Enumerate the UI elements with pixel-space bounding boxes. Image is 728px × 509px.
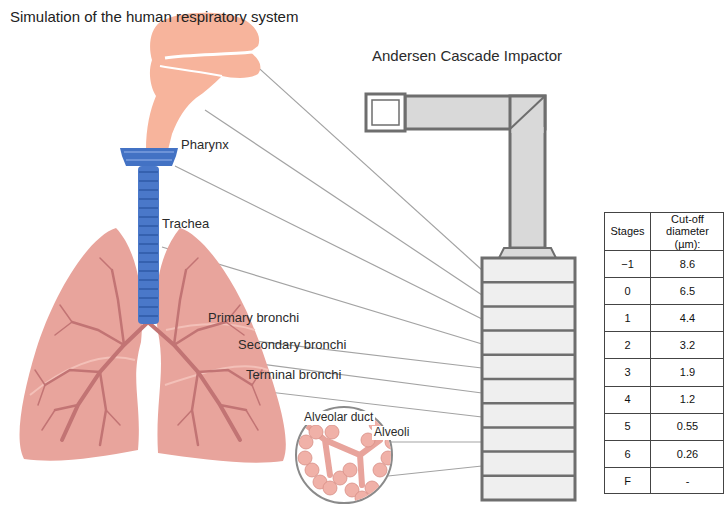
part-label: Trachea (162, 217, 209, 232)
table-rule (605, 358, 724, 359)
part-label: Primary bronchi (208, 311, 299, 326)
trachea-ring (139, 180, 158, 182)
alveolus (381, 451, 395, 465)
part-label: Secondary bronchi (238, 338, 346, 353)
trachea-ring (139, 279, 158, 281)
trachea-ring (139, 207, 158, 209)
table-cell: −1 (605, 251, 650, 277)
stage-divider (482, 281, 575, 284)
airway (120, 148, 178, 324)
table-cell: - (651, 468, 724, 494)
trachea-ring (139, 234, 158, 236)
part-label: Alveolar duct (302, 411, 375, 425)
trachea-ring (139, 171, 158, 173)
trachea-ring (139, 288, 158, 290)
table-cell: 6 (605, 441, 650, 467)
stage-divider (482, 378, 575, 381)
alveolus (343, 463, 357, 477)
stage-divider (482, 450, 575, 453)
alveolus (325, 425, 339, 439)
table-cell: 0.26 (651, 441, 724, 467)
table-cell: 5 (605, 414, 650, 440)
table-cell: 4 (605, 387, 650, 413)
table-cell: 4.4 (651, 305, 724, 331)
trachea-ring (139, 306, 158, 308)
trachea-ring (139, 270, 158, 272)
alveolus (365, 481, 379, 495)
table-rule (605, 277, 724, 278)
trachea-ring (139, 252, 158, 254)
table-cell: 0 (605, 278, 650, 304)
heading: Andersen Cascade Impactor (372, 47, 562, 64)
title: Simulation of the human respiratory syst… (10, 8, 298, 25)
table-rule (605, 440, 724, 441)
table-cell: 8.6 (651, 251, 724, 277)
alveolus (305, 463, 319, 477)
table-cell: 1 (605, 305, 650, 331)
trachea-ring (139, 225, 158, 227)
table-cell: F (605, 468, 650, 494)
table-cell: 6.5 (651, 278, 724, 304)
trachea-ring (139, 243, 158, 245)
table-cell: 1.9 (651, 359, 724, 385)
stage-divider (482, 426, 575, 429)
trachea-ring (139, 216, 158, 218)
table-header: Stages (605, 213, 650, 250)
stage-divider (482, 305, 575, 308)
table-cell: 2 (605, 332, 650, 358)
alveolus (299, 435, 313, 449)
part-label: Terminal bronchi (246, 368, 341, 383)
trachea-ring (139, 198, 158, 200)
table-rule (605, 386, 724, 387)
trachea-ring (139, 261, 158, 263)
stage-divider (482, 475, 575, 478)
table-rule (605, 304, 724, 305)
table-cell: 1.2 (651, 387, 724, 413)
alveoli-inset (296, 407, 399, 505)
table-rule (605, 413, 724, 414)
cascade-impactor (366, 94, 575, 500)
table-cell: 0.55 (651, 414, 724, 440)
table-header: Cut-off diameter (µm): (651, 213, 724, 250)
table-rule (605, 331, 724, 332)
stage-divider (482, 329, 575, 332)
trachea-ring (139, 315, 158, 317)
alveolus (373, 463, 387, 477)
head-cavity (146, 13, 260, 150)
alveolus (298, 451, 312, 465)
stage-divider (482, 402, 575, 405)
part-label: Alveoli (372, 426, 411, 440)
cutoff-table (605, 213, 724, 494)
part-label: Pharynx (181, 138, 229, 153)
trachea-ring (139, 297, 158, 299)
table-rule (605, 250, 724, 251)
table-cell: 3.2 (651, 332, 724, 358)
table-cell: 3 (605, 359, 650, 385)
table-rule (605, 467, 724, 468)
stage-divider (482, 354, 575, 357)
trachea-ring (139, 189, 158, 191)
